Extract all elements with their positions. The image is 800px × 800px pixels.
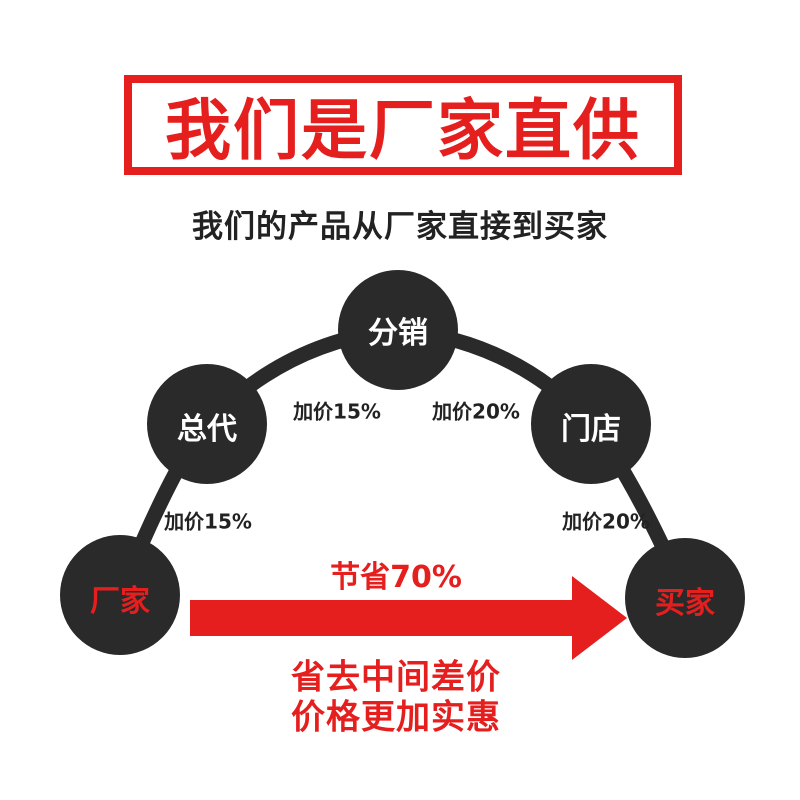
title-box: 我们是厂家直供 — [124, 75, 682, 175]
slogan-line-2: 价格更加实惠 — [291, 697, 501, 738]
node-buyer — [625, 538, 745, 658]
savings-arrow — [190, 576, 627, 660]
node-distribution-label: 分销 — [368, 316, 428, 351]
node-factory-label: 厂家 — [90, 584, 150, 619]
slogan-line-1: 省去中间差价 — [291, 657, 501, 698]
node-buyer-label: 买家 — [655, 586, 715, 621]
markup-factory-to-general: 加价15% — [164, 509, 252, 534]
markup-distribution-to-store: 加价20% — [432, 399, 520, 424]
node-store-label: 门店 — [561, 412, 621, 447]
page-title: 我们是厂家直供 — [165, 92, 641, 169]
markup-store-to-buyer: 加价20% — [562, 509, 650, 534]
markup-general-to-distribution: 加价15% — [293, 399, 381, 424]
savings-label: 节省70% — [330, 560, 462, 595]
node-store — [531, 364, 651, 484]
subtitle: 我们的产品从厂家直接到买家 — [192, 209, 608, 245]
node-general-agent-label: 总代 — [177, 412, 237, 447]
node-factory — [60, 535, 180, 655]
node-distribution — [338, 270, 458, 390]
node-general-agent — [147, 364, 267, 484]
